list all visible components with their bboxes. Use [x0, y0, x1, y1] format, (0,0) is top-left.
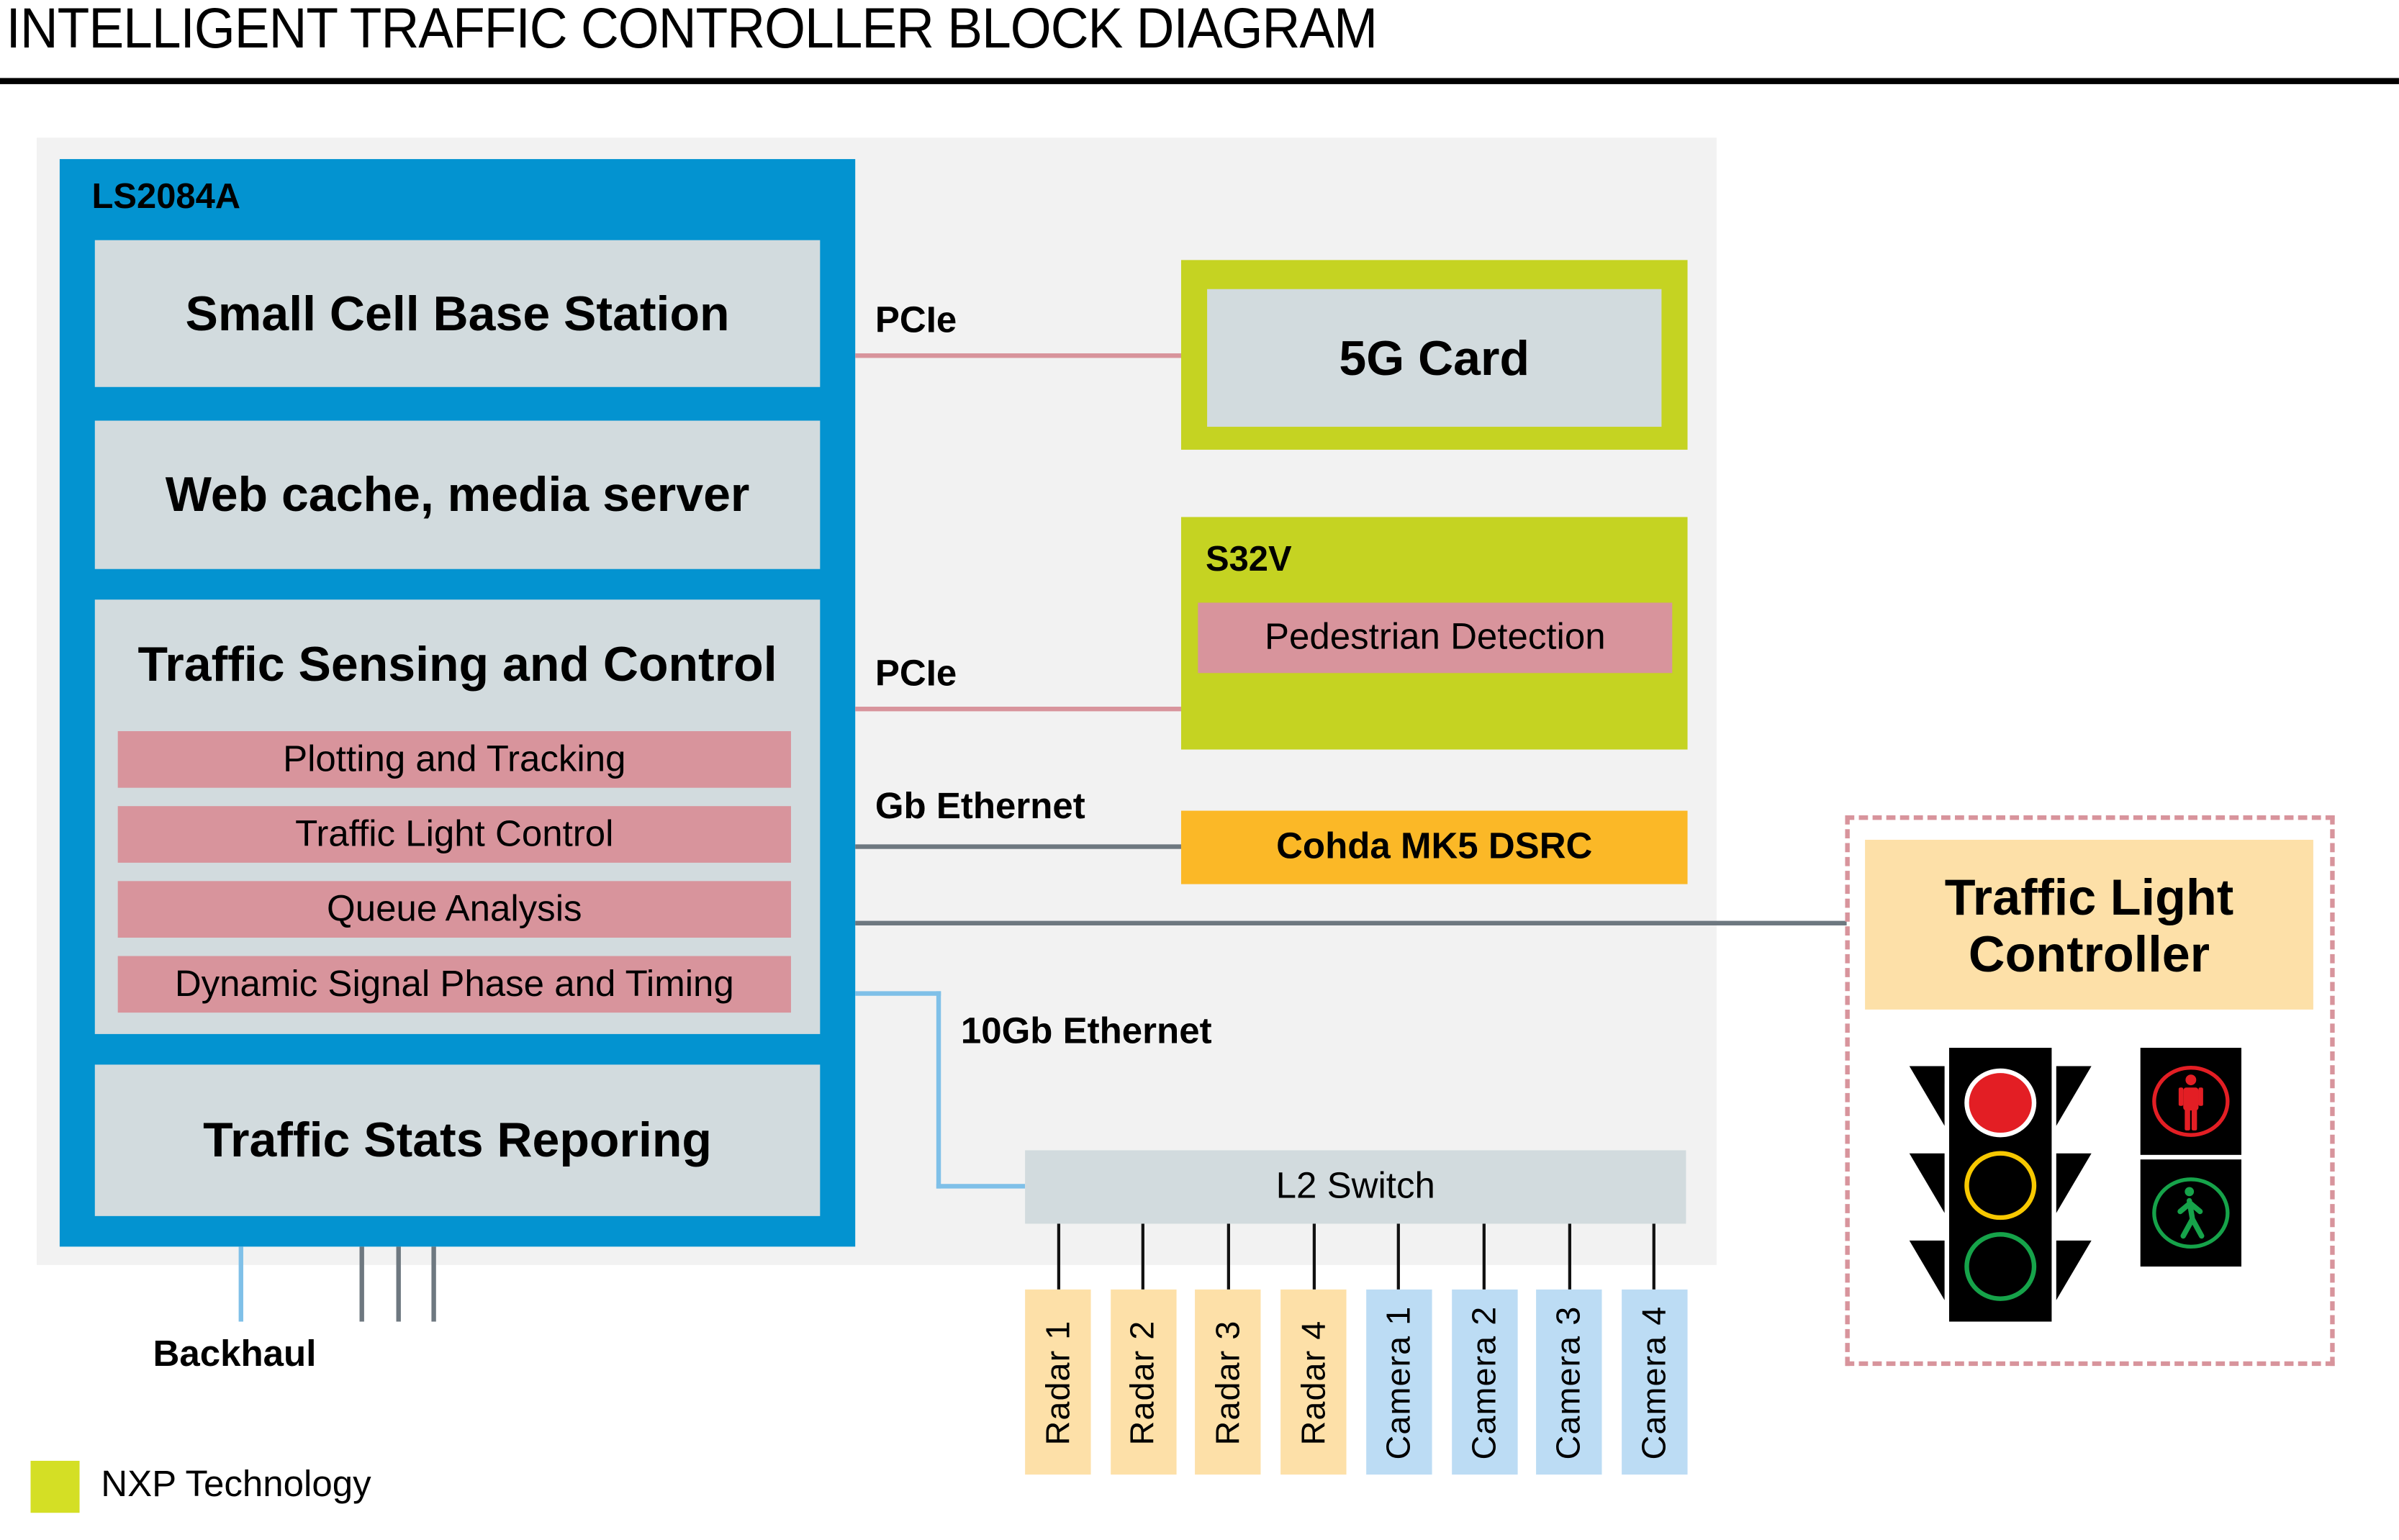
l2-switch-block: L2 Switch: [1025, 1150, 1686, 1224]
port-link: [1311, 1223, 1316, 1290]
port-link: [1226, 1223, 1230, 1290]
sub-block-dynamic-signal-phase-timing: Dynamic Signal Phase and Timing: [117, 956, 791, 1013]
traffic-light-visor-left-1: [1909, 1066, 1945, 1126]
tlc-title-line2: Controller: [1968, 924, 2210, 982]
traffic-light-visor-right-2: [2056, 1153, 2092, 1213]
radar-port-block: Radar 4: [1280, 1289, 1347, 1475]
port-label: Camera 1: [1378, 1305, 1417, 1459]
nxp-technology-legend-label: NXP Technology: [101, 1464, 371, 1505]
backhaul-label: Backhaul: [153, 1333, 317, 1375]
sub-block-queue-analysis: Queue Analysis: [117, 881, 791, 938]
walking-person-icon: [2177, 1187, 2205, 1239]
port-label: Radar 4: [1293, 1319, 1332, 1445]
backhaul-link: [238, 1246, 243, 1322]
pcie-label-bottom: PCIe: [875, 653, 957, 695]
sub-block-plotting-tracking: Plotting and Tracking: [117, 731, 791, 788]
traffic-light-visor-right-1: [2056, 1066, 2092, 1126]
port-link: [1142, 1223, 1145, 1290]
traffic-stats-reporting-block: Traffic Stats Reporing: [94, 1064, 821, 1216]
port-link: [1568, 1223, 1571, 1290]
traffic-light-controller-boundary: [1845, 815, 2335, 1367]
port-link: [1653, 1223, 1656, 1290]
camera-port-block: Camera 3: [1536, 1289, 1602, 1475]
standing-person-icon: [2178, 1074, 2203, 1131]
radar-port-block: Radar 1: [1025, 1289, 1091, 1475]
traffic-light-controller-link: [855, 920, 1847, 925]
pcie-label-top: PCIe: [875, 299, 957, 342]
red-light-icon: [1964, 1068, 2037, 1138]
pcie-link-s32v: [855, 707, 1181, 712]
radar-port-block: Radar 2: [1110, 1289, 1176, 1475]
traffic-sensing-control-title: Traffic Sensing and Control: [137, 636, 777, 692]
tengb-link-h2: [936, 1184, 1026, 1189]
camera-port-block: Camera 2: [1451, 1289, 1517, 1475]
pcie-link-5g: [855, 353, 1181, 358]
port-label: Camera 3: [1549, 1305, 1588, 1459]
port-link: [1482, 1223, 1486, 1290]
ls2084a-label: LS2084A: [91, 176, 241, 216]
port-link: [1056, 1223, 1060, 1290]
yellow-light-icon: [1964, 1151, 2037, 1220]
pedestrian-signal-icon: [2140, 1048, 2242, 1267]
radar-port-block: Radar 3: [1195, 1289, 1262, 1475]
title-divider: [0, 78, 2399, 84]
pedestrian-detection-block: Pedestrian Detection: [1198, 602, 1673, 674]
port-label: Radar 2: [1123, 1319, 1162, 1445]
tengb-link-v: [936, 991, 941, 1189]
port-label: Radar 1: [1038, 1319, 1077, 1445]
backhaul-gray-link-1: [359, 1246, 364, 1322]
camera-port-block: Camera 4: [1621, 1289, 1688, 1475]
gb-ethernet-link: [855, 844, 1181, 849]
traffic-light-icon: [1909, 1048, 2092, 1322]
port-label: Radar 3: [1208, 1319, 1247, 1445]
pedestrian-stop-ring: [2152, 1066, 2230, 1137]
diagram-title: INTELLIGENT TRAFFIC CONTROLLER BLOCK DIA…: [6, 0, 1378, 60]
nxp-technology-swatch: [30, 1460, 80, 1513]
backhaul-gray-link-2: [396, 1246, 401, 1322]
cohda-mk5-dsrc-block: Cohda MK5 DSRC: [1180, 810, 1688, 884]
5g-card-block: 5G Card: [1207, 289, 1662, 427]
port-label: Camera 2: [1464, 1305, 1503, 1459]
small-cell-base-station-block: Small Cell Base Station: [94, 240, 821, 387]
pedestrian-walk-ring: [2152, 1177, 2230, 1249]
gb-ethernet-label: Gb Ethernet: [875, 786, 1085, 828]
traffic-signal-icons: [1909, 1048, 2242, 1322]
traffic-light-visor-left-2: [1909, 1153, 1945, 1213]
web-cache-media-server-block: Web cache, media server: [94, 420, 821, 569]
traffic-light-controller-block: Traffic Light Controller: [1865, 839, 2313, 1010]
tengb-link-h1: [855, 991, 941, 996]
port-link: [1397, 1223, 1401, 1290]
camera-port-block: Camera 1: [1365, 1289, 1432, 1475]
traffic-light-visor-left-3: [1909, 1240, 1945, 1300]
green-light-icon: [1964, 1232, 2037, 1301]
sub-block-traffic-light-control: Traffic Light Control: [117, 806, 791, 863]
traffic-light-visor-right-3: [2056, 1240, 2092, 1300]
backhaul-gray-link-3: [431, 1246, 436, 1322]
port-label: Camera 4: [1634, 1305, 1673, 1459]
s32v-label: S32V: [1205, 538, 1292, 579]
tlc-title-line1: Traffic Light: [1944, 868, 2234, 925]
tengb-ethernet-label: 10Gb Ethernet: [960, 1011, 1212, 1053]
